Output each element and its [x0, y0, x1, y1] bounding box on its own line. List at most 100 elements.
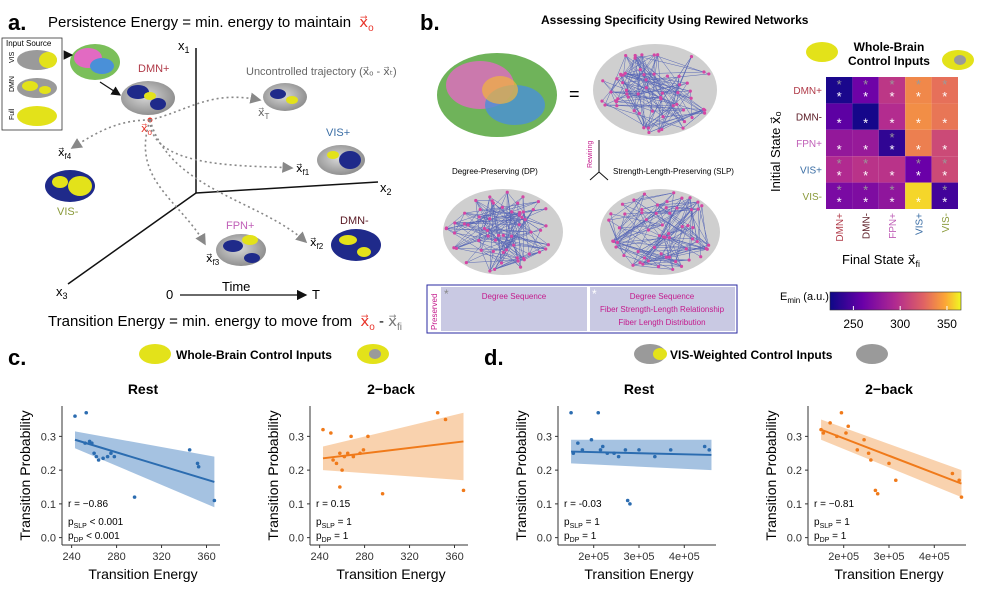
- network-node: [688, 196, 692, 200]
- network-node: [681, 126, 685, 130]
- network-node: [658, 95, 663, 99]
- data-point: [358, 451, 362, 456]
- label-xT: x⃗T: [258, 107, 270, 121]
- network-edge: [654, 54, 709, 75]
- x-axis-label: Transition Energy: [336, 566, 445, 582]
- stat-p-slp: pSLP = 1: [316, 517, 352, 530]
- network-edge: [616, 97, 661, 102]
- data-point: [637, 448, 641, 452]
- heatmap-cell: [931, 182, 958, 209]
- network-edge: [626, 89, 685, 122]
- data-point: [338, 451, 342, 456]
- heatmap-star-grey: *: [942, 156, 947, 171]
- network-edge: [613, 241, 667, 258]
- network-strength-length-preserving: [600, 189, 720, 275]
- chart-title: 2−back: [367, 381, 415, 397]
- network-node: [684, 247, 688, 251]
- network-node: [474, 198, 478, 203]
- x-tick-label: 240: [310, 551, 328, 563]
- panel-a-letter: a.: [8, 10, 26, 35]
- network-edge: [610, 91, 639, 95]
- network-edge: [657, 54, 664, 117]
- x-tick-label: 2e+05: [578, 551, 609, 563]
- panel-d-title: VIS-Weighted Control Inputs: [670, 348, 833, 362]
- network-edge: [612, 224, 663, 242]
- heatmap-star-white: *: [916, 89, 921, 104]
- regression-line: [74, 438, 215, 483]
- network-edge: [529, 251, 540, 255]
- network-edge: [615, 246, 682, 267]
- panel-d-letter: d.: [484, 345, 504, 370]
- network-node: [496, 233, 501, 238]
- network-node: [657, 129, 661, 133]
- network-edge: [491, 200, 502, 264]
- network-edge: [481, 231, 532, 251]
- data-point: [380, 491, 385, 496]
- regression-line: [571, 450, 712, 456]
- network-edge: [625, 73, 647, 81]
- heatmap-cell: [878, 182, 906, 209]
- network-edge: [503, 235, 525, 260]
- y-tick-label: 0.3: [289, 431, 304, 443]
- x-tick-label: 2e+05: [828, 551, 859, 563]
- heatmap-ylabel: Initial State x⃗ₒ: [768, 111, 783, 192]
- network-node: [516, 201, 520, 205]
- x-tick-label: 4e+05: [919, 551, 950, 563]
- network-node: [621, 81, 625, 85]
- y-axis-label: Transition Probability: [265, 410, 281, 540]
- network-edge: [495, 202, 518, 241]
- network-node: [527, 252, 531, 256]
- network-edge: [464, 223, 525, 260]
- network-node: [505, 190, 509, 194]
- tractography-brain-small: [70, 44, 120, 80]
- network-node: [493, 267, 497, 271]
- dp-star: *: [444, 287, 449, 301]
- network-node: [640, 211, 644, 215]
- x-axis-label: Transition Energy: [88, 566, 197, 582]
- label-dmn-minus: DMN-: [340, 215, 369, 227]
- network-edge: [663, 236, 682, 267]
- network-node: [486, 234, 490, 238]
- network-edge: [669, 209, 692, 238]
- network-node: [491, 249, 495, 253]
- network-edge: [634, 57, 677, 105]
- input-source-vis: VIS: [9, 51, 16, 63]
- network-edge: [622, 73, 709, 83]
- network-node: [661, 235, 666, 239]
- network-node: [537, 250, 542, 254]
- network-node: [633, 53, 637, 58]
- data-point: [828, 421, 832, 425]
- data-point: [132, 495, 137, 499]
- tractography-brain-large: [437, 53, 557, 137]
- y-tick-label: 0.2: [537, 465, 552, 477]
- heatmap-title-2: Control Inputs: [848, 54, 930, 68]
- brain-vis-d-left-icon: [634, 344, 667, 364]
- colorbar-label: Emin (a.u.): [780, 291, 829, 305]
- network-edge: [625, 54, 643, 74]
- network-node: [644, 86, 648, 90]
- network-edge: [646, 87, 664, 117]
- network-node: [682, 119, 687, 124]
- network-node: [642, 126, 646, 130]
- network-node: [642, 256, 647, 260]
- network-edge: [682, 226, 709, 246]
- network-edge: [635, 55, 705, 73]
- network-node: [671, 267, 675, 272]
- network-node: [479, 248, 483, 252]
- network-edge: [634, 57, 704, 110]
- data-point: [435, 410, 440, 415]
- y-tick-label: 0.1: [787, 499, 802, 511]
- axis-x2: [195, 181, 379, 194]
- network-node: [672, 191, 676, 195]
- trajectories: [70, 92, 308, 246]
- network-edge: [622, 82, 692, 99]
- network-edge: [525, 219, 547, 227]
- network-edge: [475, 200, 481, 210]
- heatmap-cell: [878, 156, 906, 183]
- stat-r: r = −0.86: [68, 499, 108, 510]
- brain-whole-c-right-icon: [357, 344, 389, 364]
- y-tick-label: 0.2: [41, 465, 56, 477]
- brain-fpn-plus: [216, 234, 266, 266]
